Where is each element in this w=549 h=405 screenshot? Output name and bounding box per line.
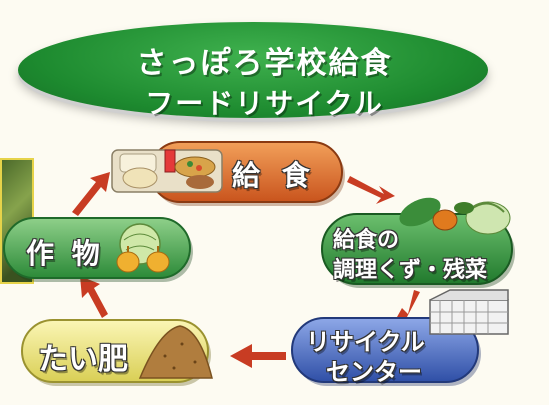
- lunch-tray-icon: [111, 149, 223, 193]
- node-label-school-lunch: 給 食: [232, 159, 316, 192]
- arrow-compost-to-crops: [80, 276, 108, 318]
- node-label-food-waste-1: 給食の: [333, 228, 400, 253]
- title-line-2: フードリサイクル: [145, 87, 384, 120]
- node-label-recycle-center-1: リサイクル: [306, 328, 425, 356]
- arrow-lunch-to-waste: [347, 176, 395, 204]
- node-label-crops: 作 物: [26, 237, 104, 270]
- arrow-center-to-compost: [230, 344, 286, 368]
- cabbage-onion-icon: [116, 223, 170, 273]
- recycling-facility-icon: [429, 289, 509, 335]
- vegetables-icon: [399, 197, 511, 235]
- arrow-crops-to-lunch: [72, 172, 110, 216]
- compost-pile-icon: [138, 325, 213, 379]
- title-banner: [18, 22, 488, 118]
- node-food-waste: [321, 213, 515, 288]
- title-line-1: さっぽろ学校給食: [136, 46, 393, 81]
- node-label-food-waste-2: 調理くず・残菜: [333, 258, 488, 283]
- node-label-compost: たい肥: [38, 342, 128, 377]
- node-label-recycle-center-2: センター: [326, 358, 422, 386]
